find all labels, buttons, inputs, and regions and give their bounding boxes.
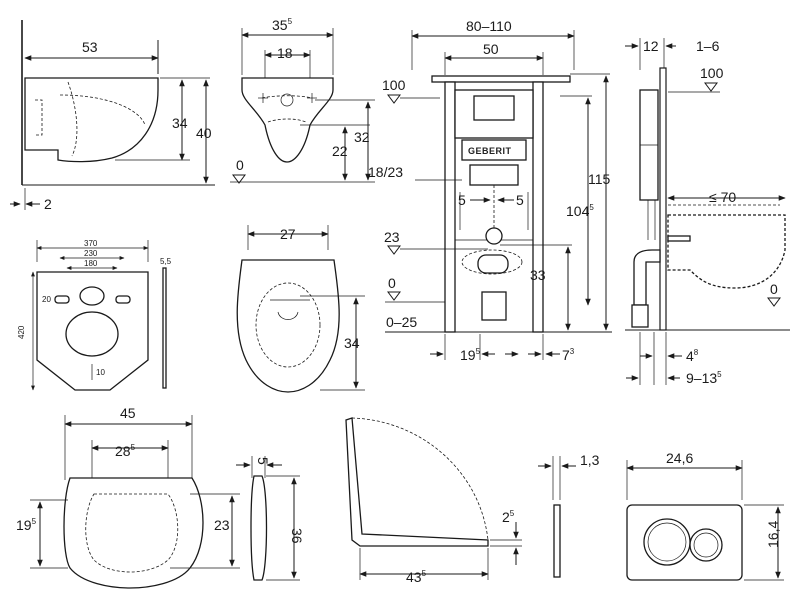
level-label-100-side: 100 <box>700 65 724 81</box>
seat-edge-view: 5 36 <box>236 456 305 581</box>
dim-label-230: 230 <box>84 249 98 258</box>
level-triangle-icon <box>387 94 401 104</box>
dim-label-50: 50 <box>483 41 499 57</box>
flush-opening <box>473 95 515 121</box>
level-triangle-icon <box>387 291 401 301</box>
dim-label-19: 195 <box>460 347 481 363</box>
dim-label-23-seat: 23 <box>214 517 230 533</box>
level-triangle-icon <box>704 82 718 92</box>
insulation-plate-view: 370 230 180 10 20 420 5,5 <box>17 239 172 391</box>
dim-label-2: 2 <box>44 196 52 212</box>
frame-side-view: 12 1–6 100 ≤ 70 0 48 9–135 <box>625 38 790 386</box>
dim-label-32: 32 <box>354 129 370 145</box>
dim-label-115: 115 <box>588 171 611 187</box>
dim-label-9-13: 9–135 <box>686 370 722 386</box>
dim-label-12: 12 <box>643 38 659 54</box>
dim-label-19-seat: 195 <box>16 517 37 533</box>
dim-label-36: 36 <box>289 528 305 544</box>
dim-label-1-6: 1–6 <box>696 38 720 54</box>
dim-label-53: 53 <box>82 39 98 55</box>
level-triangle-icon <box>232 174 246 184</box>
insulation-plate-edge <box>162 267 167 389</box>
flush-plate-view: 1,3 24,6 16,4 <box>538 450 784 581</box>
dim-label-40: 40 <box>196 125 212 141</box>
dim-label-34: 34 <box>172 115 188 131</box>
dim-label-5-right: 5 <box>516 192 524 208</box>
dim-label-34-seat: 34 <box>344 335 360 351</box>
bowl-side-view: 53 34 40 2 <box>10 20 215 212</box>
frame-left-post <box>444 81 456 333</box>
dim-label-180: 180 <box>84 259 98 268</box>
flush-button-large <box>643 518 691 566</box>
dim-label-420: 420 <box>17 325 26 339</box>
seat-top-outline <box>236 259 340 393</box>
lid-swing-arc <box>351 417 489 541</box>
level-label-0: 0 <box>236 157 244 173</box>
dim-label-20: 20 <box>42 295 51 304</box>
brand-logo-text: GEBERIT <box>468 146 512 156</box>
dim-label-10: 10 <box>96 368 105 377</box>
dim-label-5-left: 5 <box>458 192 466 208</box>
seat-top-view: 27 34 <box>236 225 365 393</box>
frame-top-bar <box>431 75 571 83</box>
level-label-0: 0 <box>388 275 396 291</box>
bowl-front-body <box>241 77 334 163</box>
level-label-100: 100 <box>382 77 406 93</box>
dim-label-7: 73 <box>562 347 575 363</box>
dim-label-le-70: ≤ 70 <box>709 189 736 205</box>
flush-plate-edge <box>553 504 561 578</box>
dim-label-43: 435 <box>406 569 427 585</box>
dim-label-370: 370 <box>84 239 98 248</box>
dim-label-2-5: 25 <box>502 509 515 525</box>
seat-profile-view: 435 25 <box>345 417 522 585</box>
level-label-0-side: 0 <box>770 281 778 297</box>
drain-connection <box>485 227 503 245</box>
dim-label-22: 22 <box>332 143 348 159</box>
dim-label-18-23: 18/23 <box>368 164 403 180</box>
dim-label-18: 18 <box>277 45 293 61</box>
dim-label-0-25: 0–25 <box>386 314 417 330</box>
level-triangle-icon <box>767 297 781 307</box>
dim-label-24-6: 24,6 <box>666 450 693 466</box>
bowl-body <box>24 77 159 163</box>
dim-label-5-edge: 5 <box>255 457 271 465</box>
dim-label-27: 27 <box>280 226 296 242</box>
frame-front-view: 80–110 50 GEBERIT 100 18/23 5 5 <box>368 18 612 363</box>
dim-label-4: 48 <box>686 348 699 364</box>
brand-plate <box>461 139 527 161</box>
dim-label-45: 45 <box>120 405 136 421</box>
dim-label-33: 33 <box>530 267 546 283</box>
dim-label-5-5: 5,5 <box>160 257 172 266</box>
level-triangle-icon <box>387 245 401 255</box>
dim-label-28: 285 <box>115 443 136 459</box>
bowl-hidden-lines <box>59 81 146 157</box>
seat-edge-outline <box>250 475 268 581</box>
dim-label-104: 1045 <box>566 203 594 219</box>
seat-lid-profile <box>345 417 489 547</box>
dim-label-16-4: 16,4 <box>765 521 781 548</box>
seat-plan-view: 45 285 195 23 <box>16 405 240 589</box>
wall-section <box>659 67 667 331</box>
flush-button-small <box>689 528 723 562</box>
dim-label-1-3: 1,3 <box>580 452 600 468</box>
seat-plan-outline <box>63 477 204 589</box>
bowl-front-view: 355 18 0 22 32 <box>230 17 375 184</box>
level-label-23: 23 <box>384 229 400 245</box>
frame-right-post <box>532 81 544 333</box>
dim-label-35: 355 <box>272 17 293 33</box>
bowl-side-dashed <box>667 214 786 289</box>
drain-pipe-side <box>633 249 661 306</box>
dim-label-80-110: 80–110 <box>466 18 512 34</box>
